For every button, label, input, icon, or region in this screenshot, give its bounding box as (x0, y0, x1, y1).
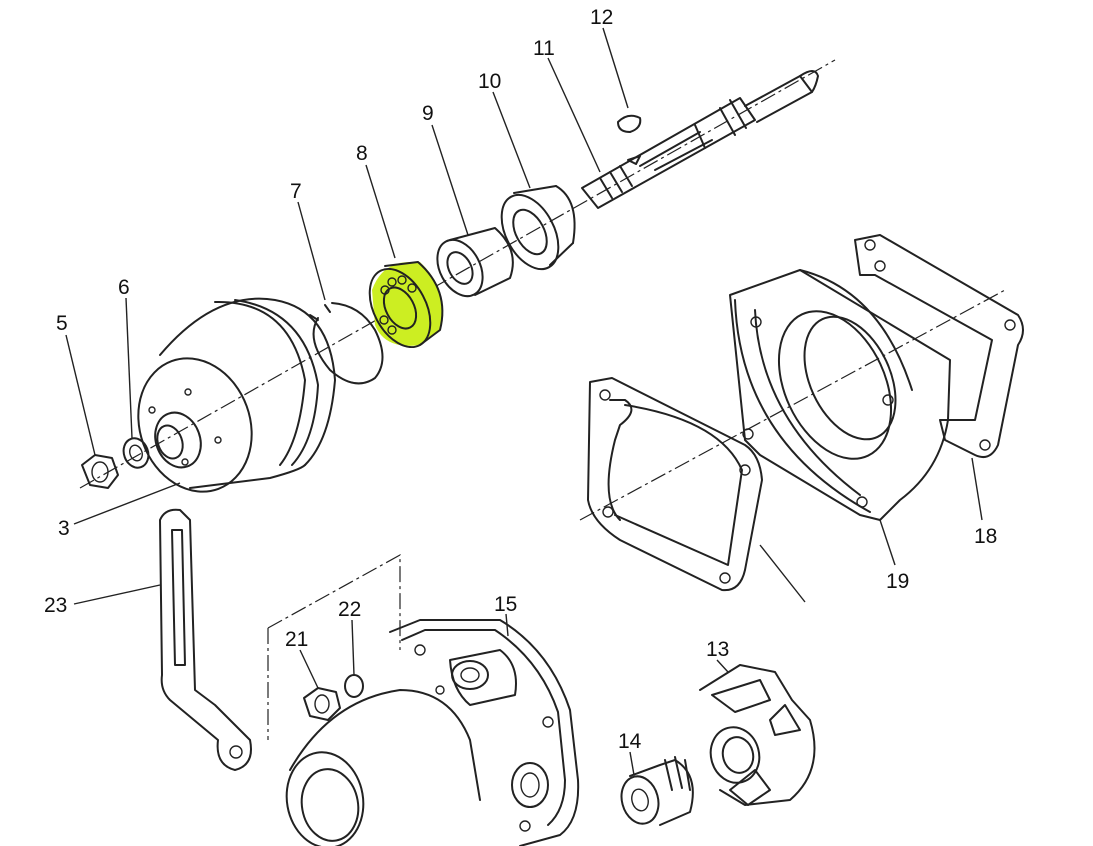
label-3: 3 (58, 517, 70, 540)
part-labels: 3 5 6 7 8 9 10 11 12 13 14 15 18 19 21 2… (44, 6, 997, 753)
label-22: 22 (338, 598, 361, 621)
part-21-nut (303, 687, 341, 721)
front-gasket (587, 377, 763, 592)
label-23: 23 (44, 594, 67, 617)
part-13-impeller (699, 664, 816, 806)
label-12: 12 (590, 6, 613, 29)
part-10-bearing (500, 185, 576, 271)
part-11-shaft (581, 70, 819, 209)
part-19-housing (729, 269, 951, 521)
label-9: 9 (422, 102, 434, 125)
part-14-seal (620, 756, 694, 826)
label-8: 8 (356, 142, 368, 165)
part-22-washer (344, 674, 364, 698)
label-14: 14 (618, 730, 642, 753)
part-15-pump-body (285, 619, 580, 846)
part-5-nut (81, 454, 119, 489)
label-6: 6 (118, 276, 130, 299)
label-5: 5 (56, 312, 68, 335)
part-8-bearing-highlighted (368, 261, 444, 349)
label-10: 10 (478, 70, 501, 93)
part-12-key (617, 114, 642, 133)
part-7-circlip (309, 302, 384, 385)
label-7: 7 (290, 180, 302, 203)
part-23-bracket (159, 508, 252, 771)
part-6-washer (122, 437, 150, 469)
part-3-pulley (137, 297, 336, 493)
label-19: 19 (886, 570, 909, 593)
leader-lines (65, 27, 983, 776)
label-13: 13 (706, 638, 729, 661)
part-18-gasket (854, 234, 1024, 458)
label-21: 21 (285, 628, 308, 651)
label-15: 15 (494, 593, 517, 616)
highlight-fill (372, 262, 443, 346)
label-18: 18 (974, 525, 997, 548)
label-11: 11 (533, 37, 555, 60)
part-9-spacer (436, 227, 514, 298)
